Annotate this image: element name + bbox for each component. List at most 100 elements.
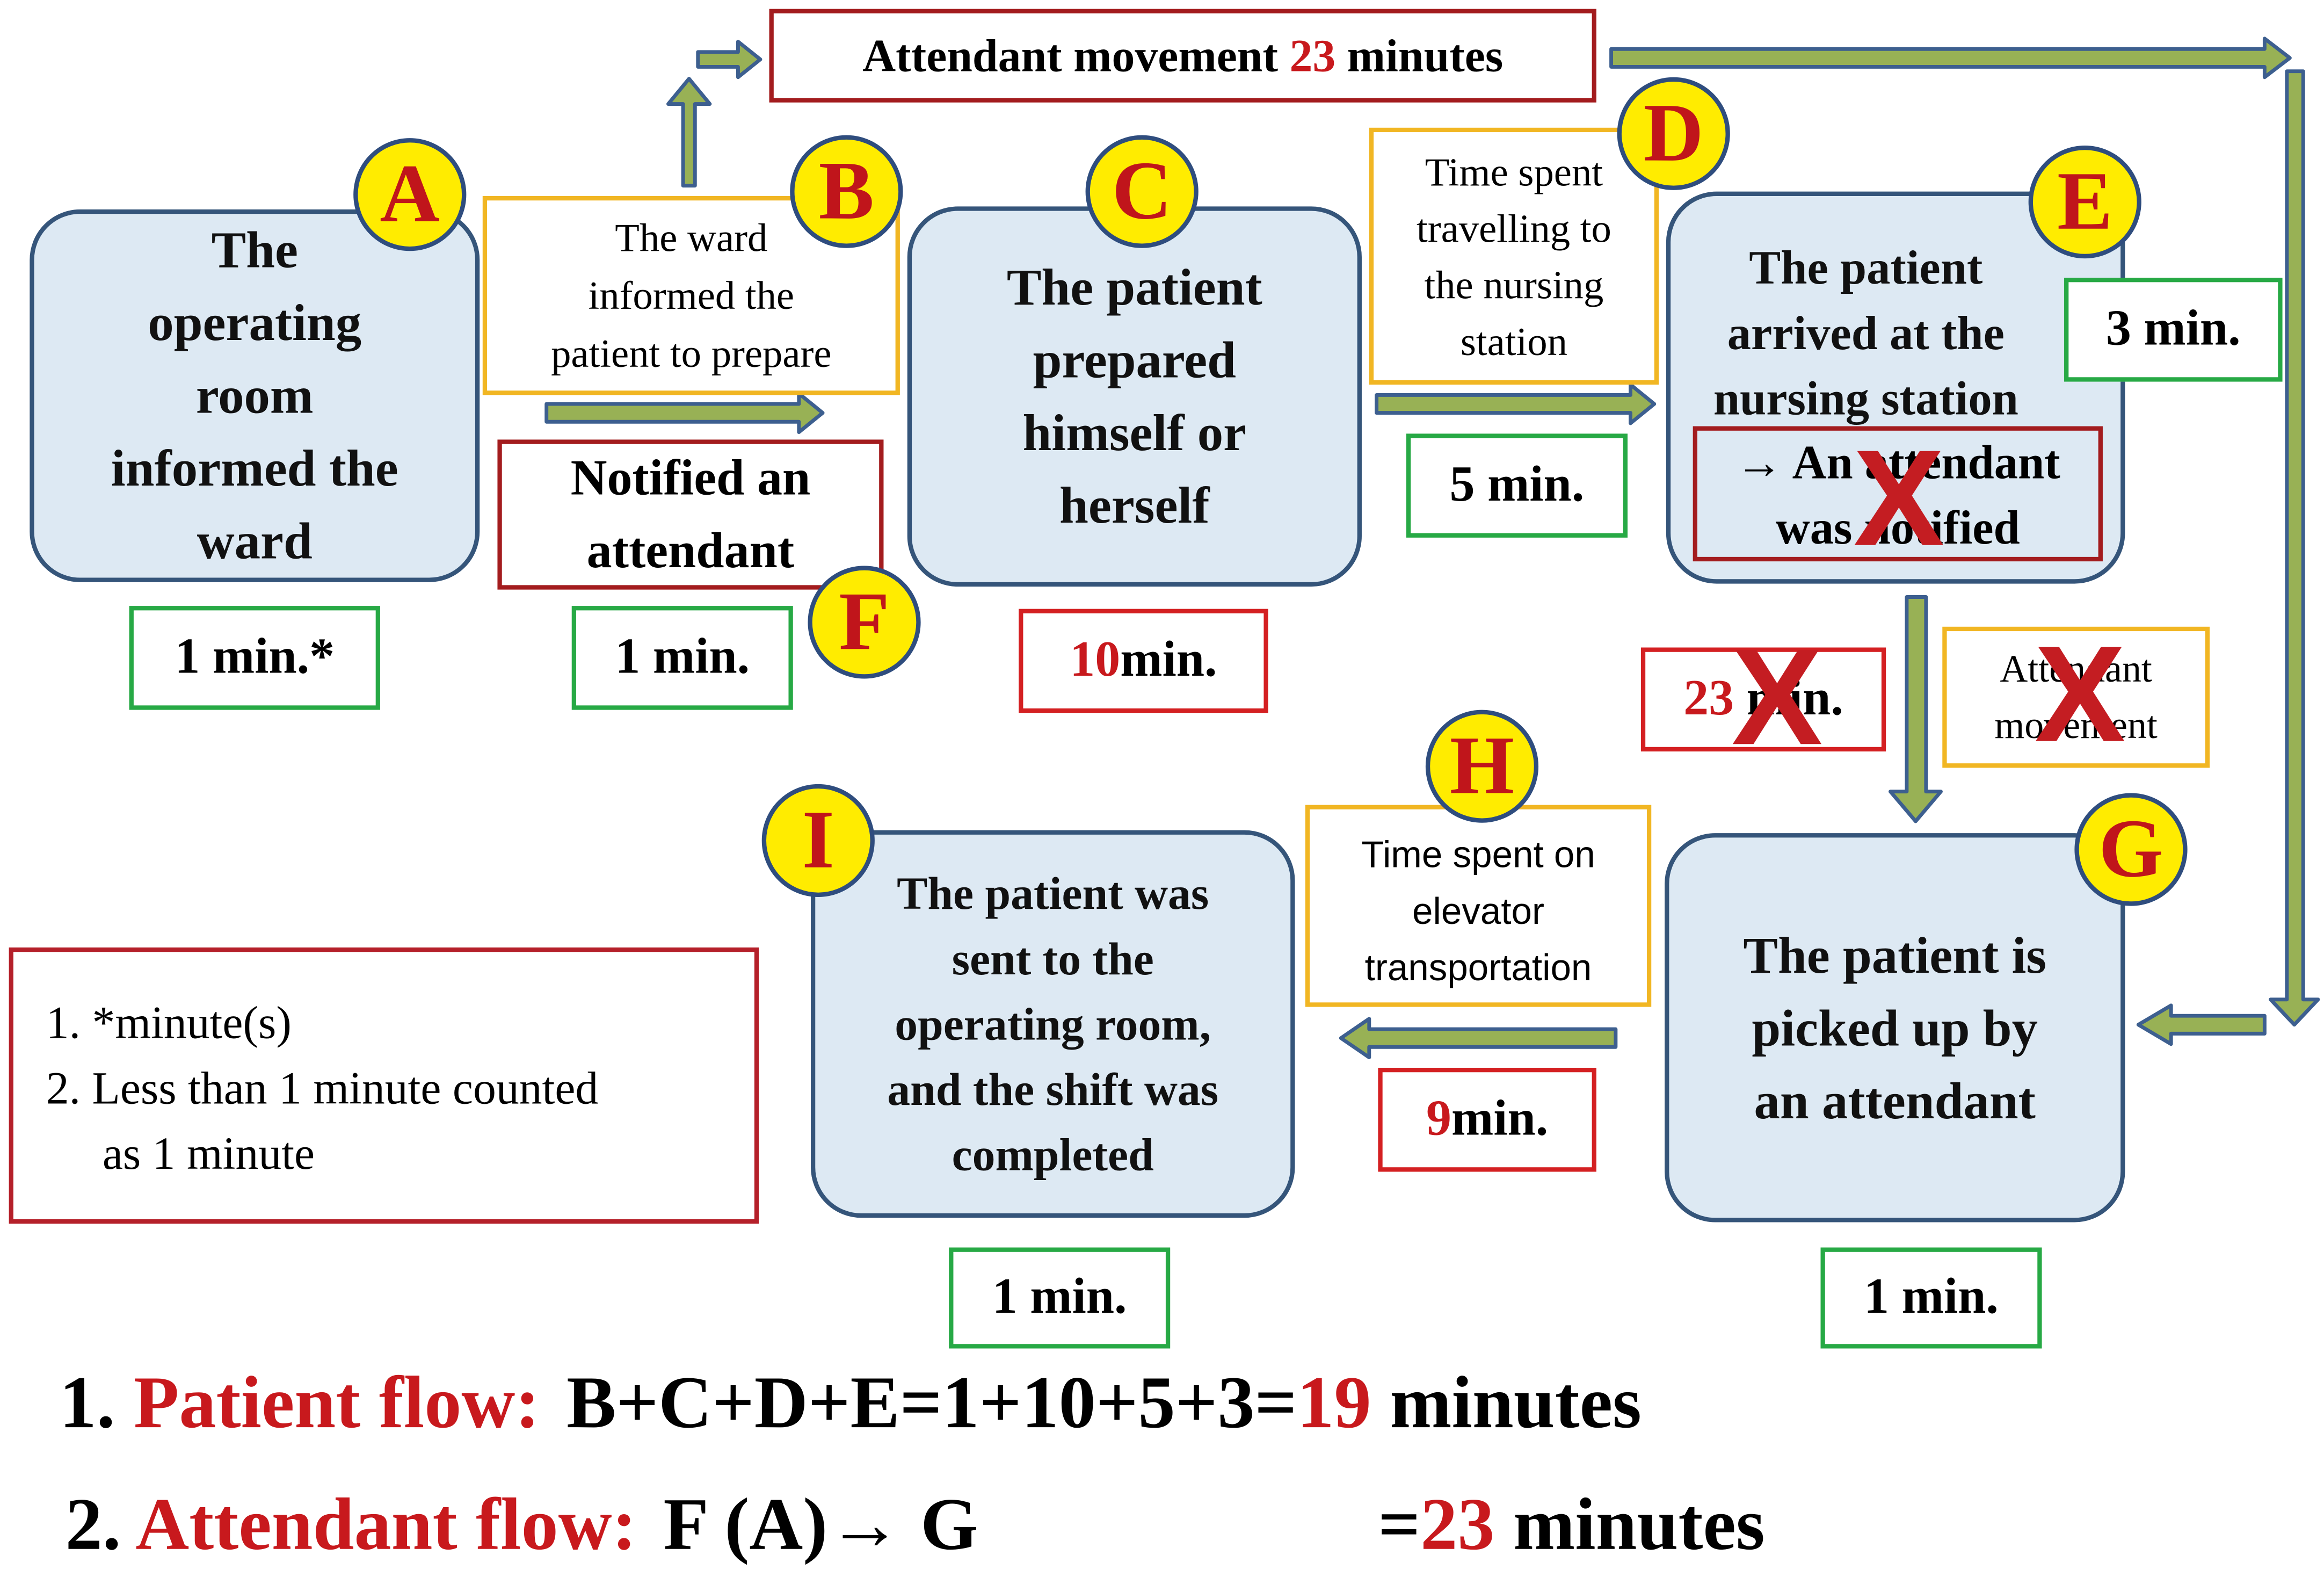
summary-2-label: Attendant flow [135, 1482, 612, 1566]
step-g-node: The patient is picked up by an attendant [1665, 833, 2125, 1222]
summary-1-colon: : [515, 1360, 540, 1444]
time-i: 1 min. [949, 1247, 1171, 1349]
notes-box: 1. *minute(s) 2. Less than 1 minute coun… [9, 947, 759, 1224]
arrow-left-into-g [2136, 1003, 2267, 1046]
badge-b: B [790, 135, 903, 248]
attendant-movement-box: Attendant movement 23 minutes [769, 9, 1596, 103]
step-b-line: patient to prepare [551, 330, 832, 375]
crossed-time-unit: min. [1734, 671, 1843, 727]
summary-1-number: 1. [59, 1360, 134, 1444]
summary-line-2-result: =23 minutes [1378, 1470, 1764, 1577]
step-f-line: Notified an [570, 451, 811, 506]
step-g-line: The patient is [1743, 925, 2047, 984]
summary-2-equals: = [1378, 1482, 1421, 1566]
time-g: 1 min. [1820, 1247, 2042, 1349]
summary-2-number: 2. [65, 1482, 136, 1566]
time-h-unit: min. [1451, 1091, 1549, 1147]
crossed-time-value: 23 [1683, 671, 1734, 727]
step-h-line: Time spent on [1361, 834, 1595, 877]
arrow-g-to-i [1339, 1017, 1618, 1060]
step-c-line: himself or [1022, 404, 1247, 462]
step-i-node: The patient was sent to the operating ro… [810, 830, 1295, 1218]
step-a-line: room [195, 366, 314, 425]
step-i-line: sent to the [952, 931, 1154, 984]
step-h-line: transportation [1364, 947, 1592, 989]
step-b-box: The ward informed the patient to prepare [482, 196, 900, 395]
step-d-line: the nursing [1424, 262, 1604, 307]
badge-f: F [808, 566, 921, 679]
arrow-right-down [2268, 69, 2320, 1027]
arrow-top-right [1609, 37, 2292, 79]
time-d: 5 min. [1406, 433, 1628, 538]
summary-line-1: 1. Patient flow: B+C+D+E=1+10+5+3=19 minu… [60, 1349, 1642, 1456]
step-i-line: and the shift was [887, 1062, 1219, 1115]
step-e-notify-line: → An attendant [1735, 434, 2060, 488]
summary-line-2: 2. Attendant flow: F (A)→ G [66, 1470, 978, 1577]
step-a-line: ward [197, 512, 313, 570]
step-g-line: picked up by [1752, 999, 2038, 1057]
summary-2-result: 23 [1420, 1482, 1495, 1566]
step-i-line: completed [952, 1127, 1154, 1180]
step-d-line: travelling to [1416, 205, 1611, 250]
step-i-line: operating room, [895, 997, 1211, 1050]
summary-1-unit: minutes [1371, 1360, 1642, 1444]
arrow-into-attendant-box [696, 39, 762, 79]
attendant-movement-value: 23 [1289, 28, 1336, 81]
cross-mark-label: X [2034, 619, 2126, 771]
step-e-node: The patient arrived at the nursing stati… [1666, 191, 2125, 584]
summary-2-colon: : [612, 1482, 637, 1566]
time-a: 1 min.* [129, 606, 380, 710]
arrow-e-to-g [1889, 595, 1943, 823]
step-c-line: The patient [1006, 258, 1262, 316]
crossed-label-box: Attendant movement [1942, 626, 2210, 768]
summary-2-unit: minutes [1494, 1482, 1765, 1566]
time-c: 10 min. [1019, 609, 1268, 713]
badge-h: H [1425, 710, 1539, 823]
step-a-line: informed the [111, 439, 398, 498]
summary-2-formula: F (A)→ G [663, 1482, 978, 1566]
cross-mark-time: X [1731, 622, 1823, 774]
attendant-movement-prefix: Attendant movement [862, 28, 1290, 81]
summary-1-label: Patient flow [133, 1360, 515, 1444]
step-h-box: Time spent on elevator transportation [1305, 805, 1652, 1007]
time-b: 1 min. [571, 606, 793, 710]
step-a-line: operating [148, 294, 362, 352]
step-d-box: Time spent travelling to the nursing sta… [1369, 127, 1659, 385]
step-b-line: informed the [588, 272, 795, 317]
note-line: 2. Less than 1 minute counted [46, 1061, 599, 1114]
time-c-unit: min. [1120, 632, 1217, 688]
step-c-line: prepared [1033, 331, 1236, 389]
note-line: 1. *minute(s) [46, 996, 292, 1049]
step-h-line: elevator [1412, 891, 1545, 933]
crossed-label-line: movement [1994, 703, 2158, 747]
summary-1-formula: B+C+D+E=1+10+5+3= [567, 1360, 1297, 1444]
step-e-line: arrived at the [1727, 306, 2005, 360]
step-e-line: The patient [1749, 240, 1983, 294]
step-e-notify-box: → An attendant was notified [1693, 426, 2103, 562]
step-b-line: The ward [615, 214, 768, 259]
step-d-line: Time spent [1425, 149, 1603, 194]
arrow-b-to-c [544, 392, 825, 435]
badge-d: D [1617, 77, 1730, 190]
step-c-node: The patient prepared himself or herself [907, 206, 1362, 587]
badge-e: E [2028, 145, 2141, 259]
badge-a: A [353, 138, 467, 251]
step-f-line: attendant [586, 523, 795, 578]
badge-c: C [1085, 135, 1199, 248]
time-e: 3 min. [2064, 278, 2283, 382]
step-f-box: Notified an attendant [497, 439, 884, 590]
step-a-line: The [211, 221, 298, 279]
arrow-up-to-attendant [666, 77, 712, 188]
step-a-node: The operating room informed the ward [30, 209, 480, 582]
step-d-line: station [1460, 319, 1567, 364]
badge-i: I [761, 784, 875, 897]
step-i-line: The patient was [897, 866, 1209, 919]
arrow-c-to-e [1375, 382, 1657, 425]
step-e-notify-line: was notified [1775, 500, 2020, 553]
summary-1-result: 19 [1297, 1360, 1371, 1444]
step-e-line: nursing station [1713, 371, 2018, 425]
time-c-value: 10 [1070, 632, 1121, 688]
cross-mark-notify: X [1853, 423, 1945, 575]
